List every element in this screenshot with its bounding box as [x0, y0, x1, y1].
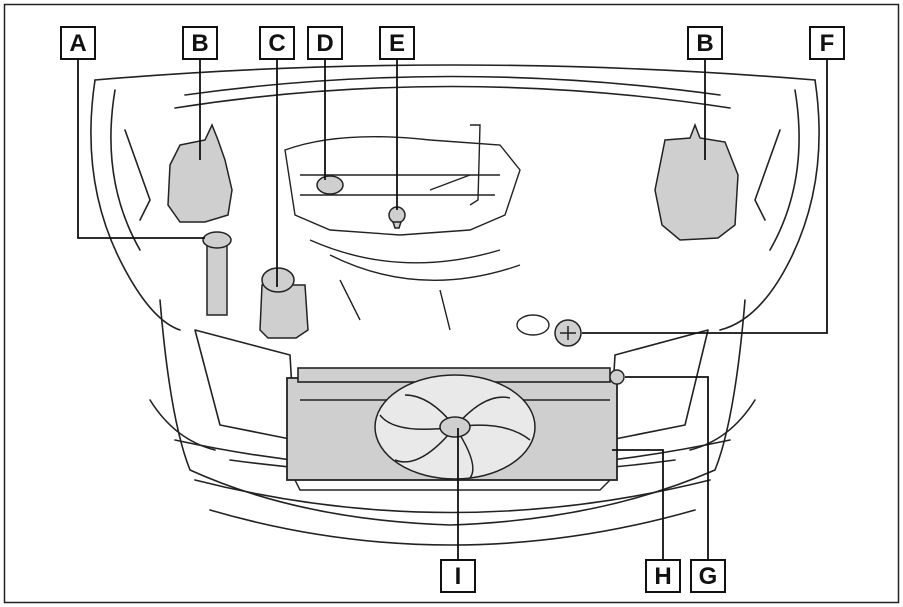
callout-h: H	[645, 559, 681, 593]
right-fuse-box	[654, 122, 739, 241]
washer-fluid-tank	[202, 231, 232, 316]
leader-line-g	[625, 376, 709, 562]
diagram-border	[3, 3, 900, 604]
leader-line-f	[582, 47, 828, 334]
callout-label-h: H	[654, 563, 671, 590]
callout-label-a: A	[69, 30, 86, 57]
callout-label-b-left: B	[191, 30, 208, 57]
oil-dipstick	[388, 206, 406, 229]
callout-g: G	[690, 559, 726, 593]
callout-f: F	[809, 26, 845, 60]
cooling-fan	[374, 374, 536, 480]
callout-label-e: E	[389, 30, 405, 57]
callout-c: C	[259, 26, 295, 60]
callout-a: A	[60, 26, 96, 60]
coolant-reservoir	[516, 314, 550, 336]
callout-label-f: F	[820, 30, 835, 57]
callout-b-right: B	[687, 26, 723, 60]
callout-b-left: B	[182, 26, 218, 60]
callout-label-i: I	[455, 563, 462, 590]
radiator-cap	[554, 319, 582, 347]
engine-block	[284, 124, 521, 331]
callout-label-c: C	[268, 30, 285, 57]
brake-fluid-reservoir	[259, 267, 309, 339]
left-fuse-box	[167, 123, 233, 223]
radiator-drain-bolt	[609, 369, 625, 385]
leader-lines	[77, 47, 828, 562]
oil-filler-cap	[316, 175, 344, 195]
callout-i: I	[440, 559, 476, 593]
leader-line-h	[612, 449, 664, 562]
callout-label-d: D	[316, 30, 333, 57]
callout-label-b-right: B	[696, 30, 713, 57]
callout-e: E	[379, 26, 415, 60]
callout-label-g: G	[699, 563, 718, 590]
callout-d: D	[307, 26, 343, 60]
leader-line-a	[77, 47, 205, 239]
